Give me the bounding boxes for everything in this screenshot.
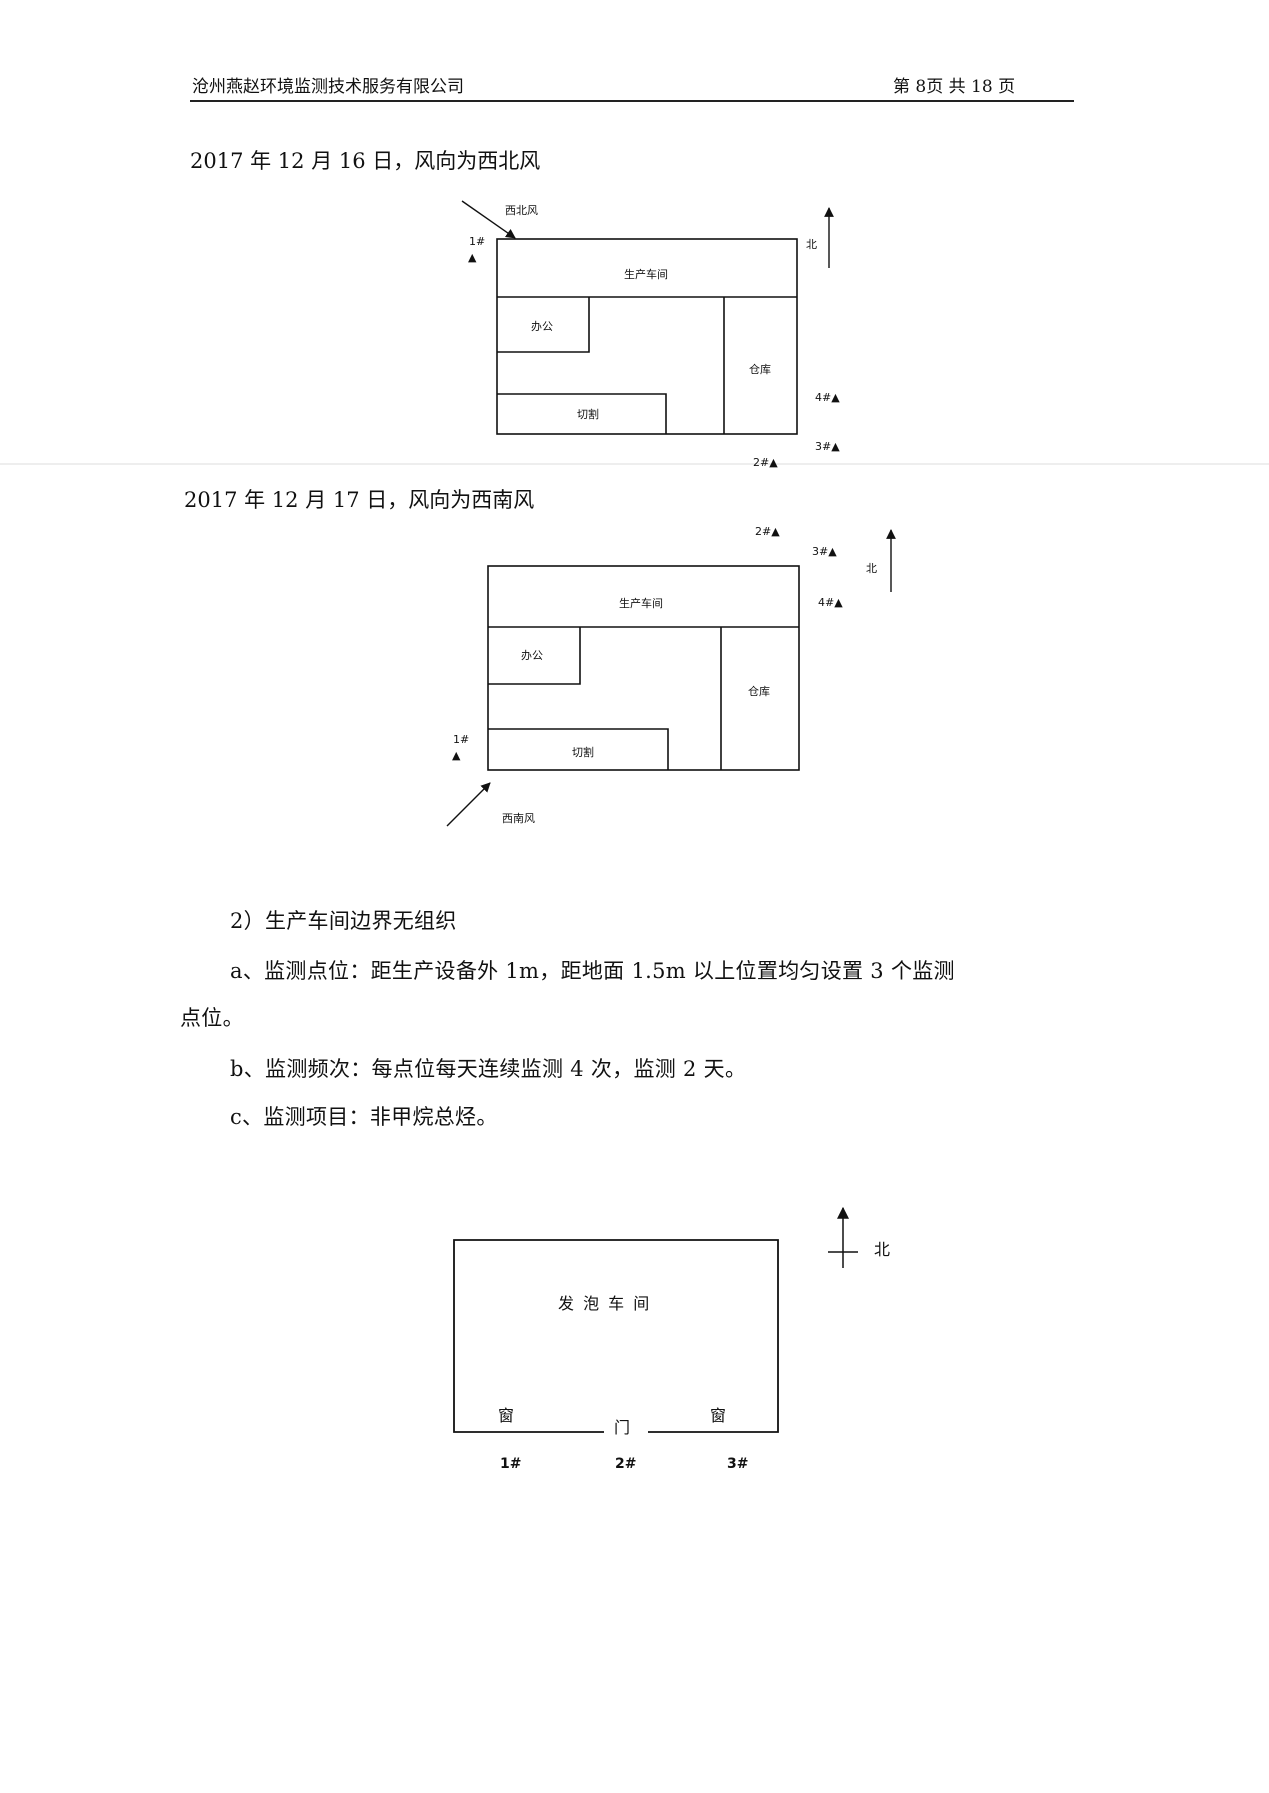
triangle-icon: ▲ bbox=[769, 456, 778, 469]
diagram1-point-1: 1# bbox=[469, 235, 486, 248]
section2-item-c: c、监测项目：非甲烷总烃。 bbox=[230, 1105, 498, 1129]
triangle-icon: ▲ bbox=[834, 596, 843, 609]
triangle-icon: ▲ bbox=[771, 525, 780, 538]
diagram2-warehouse-label: 仓库 bbox=[748, 685, 770, 698]
diagram1-warehouse-label: 仓库 bbox=[749, 363, 771, 376]
diagram1-wind-label: 西北风 bbox=[505, 204, 538, 217]
diagram1-workshop-label: 生产车间 bbox=[624, 268, 668, 281]
diagram2-point-3: 3#▲ bbox=[812, 545, 837, 558]
diagram2-caption: 2017 年 12 月 17 日，风向为西南风 bbox=[184, 488, 535, 512]
diagram3-point-3: 3# bbox=[727, 1456, 749, 1472]
diagram2-point-1: 1# bbox=[453, 733, 470, 746]
section2-item-a-line2: 点位。 bbox=[180, 1006, 244, 1030]
diagram1 bbox=[0, 200, 1269, 465]
diagram2-wind-label: 西南风 bbox=[502, 812, 535, 825]
diagram1-office-label: 办公 bbox=[531, 320, 553, 333]
diagram1-point-2: 2#▲ bbox=[753, 456, 778, 469]
section2-item-b: b、监测频次：每点位每天连续监测 4 次，监测 2 天。 bbox=[230, 1057, 747, 1081]
triangle-icon: ▲ bbox=[831, 391, 840, 404]
diagram3-north-label: 北 bbox=[874, 1240, 891, 1259]
diagram1-wind-arrow bbox=[461, 200, 516, 239]
diagram3-point-1: 1# bbox=[500, 1456, 522, 1472]
diagram2-building bbox=[487, 565, 800, 771]
page-number: 第 8页 共 18 页 bbox=[893, 77, 1016, 97]
diagram3-door: 门 bbox=[614, 1418, 631, 1437]
diagram2-workshop-label: 生产车间 bbox=[619, 597, 663, 610]
diagram1-north-label: 北 bbox=[806, 238, 817, 251]
diagram1-point-1-marker: ▲ bbox=[468, 251, 477, 264]
diagram2-office-label: 办公 bbox=[521, 649, 543, 662]
diagram2 bbox=[446, 529, 896, 827]
diagram3-building bbox=[453, 1239, 779, 1433]
diagram1-building bbox=[496, 238, 798, 435]
section2-item-a-line1: a、监测点位：距生产设备外 1m，距地面 1.5m 以上位置均匀设置 3 个监测 bbox=[230, 959, 955, 983]
diagram3-workshop-label: 发 泡 车 间 bbox=[558, 1294, 652, 1313]
diagram3-window-right: 窗 bbox=[710, 1406, 727, 1425]
diagram1-cutting-label: 切割 bbox=[577, 408, 599, 421]
diagram2-point-2: 2#▲ bbox=[755, 525, 780, 538]
diagram2-wind-arrow bbox=[446, 782, 491, 827]
diagram2-cutting-label: 切割 bbox=[572, 746, 594, 759]
triangle-icon: ▲ bbox=[828, 545, 837, 558]
diagram1-point-3: 3#▲ bbox=[815, 440, 840, 453]
diagram3-point-2: 2# bbox=[615, 1456, 637, 1472]
diagram3-window-left: 窗 bbox=[498, 1406, 515, 1425]
diagram2-point-4: 4#▲ bbox=[818, 596, 843, 609]
diagram1-point-4: 4#▲ bbox=[815, 391, 840, 404]
section2-heading: 2）生产车间边界无组织 bbox=[230, 909, 457, 933]
diagram2-point-1-marker: ▲ bbox=[452, 749, 461, 762]
company-name: 沧州燕赵环境监测技术服务有限公司 bbox=[192, 77, 464, 97]
diagram2-north-label: 北 bbox=[866, 562, 877, 575]
header-rule bbox=[190, 100, 1074, 102]
diagram3 bbox=[453, 1206, 858, 1433]
triangle-icon: ▲ bbox=[831, 440, 840, 453]
diagram1-caption: 2017 年 12 月 16 日，风向为西北风 bbox=[190, 149, 541, 173]
